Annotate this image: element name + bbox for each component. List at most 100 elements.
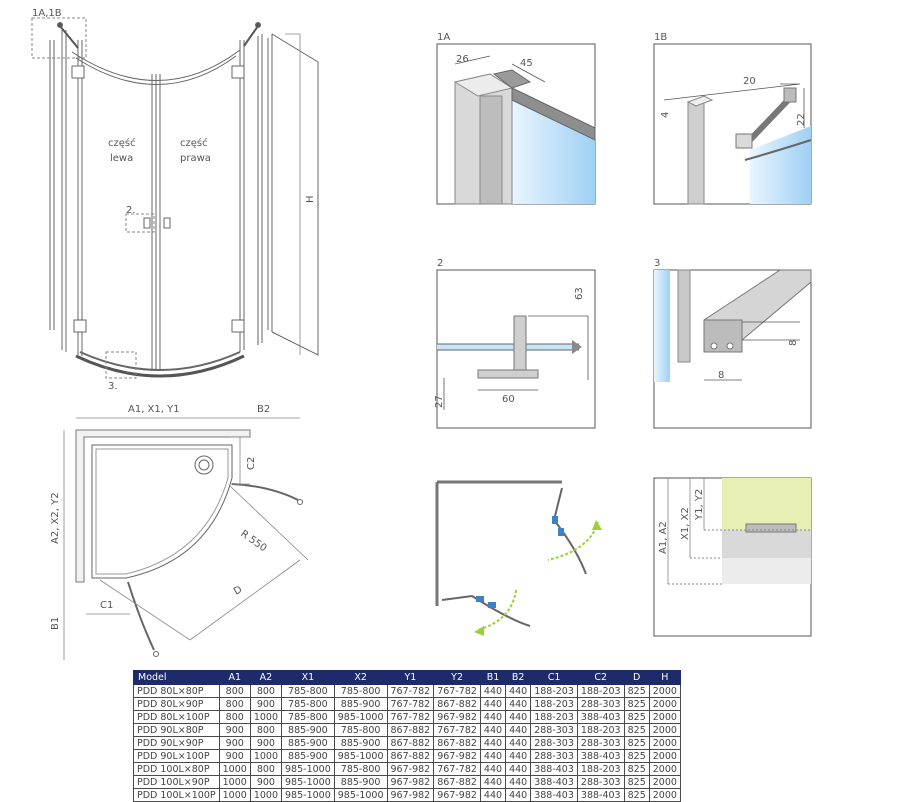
table-cell: 785-800 bbox=[281, 684, 335, 698]
table-header-cell: Model bbox=[133, 670, 220, 685]
dim-a2-x2-y2: A2, X2, Y2 bbox=[50, 492, 61, 544]
dim-a1-x1-y1: A1, X1, Y1 bbox=[128, 404, 180, 415]
table-cell: 767-782 bbox=[433, 723, 481, 737]
table-header-cell: C2 bbox=[576, 670, 625, 685]
table-header-cell: A2 bbox=[249, 670, 283, 685]
table-cell: 288-303 bbox=[576, 697, 625, 711]
table-cell: 967-982 bbox=[386, 762, 435, 776]
tray-dim-y1-y2: Y1, Y2 bbox=[694, 489, 705, 521]
table-cell: 188-203 bbox=[576, 684, 625, 698]
table-cell: 1000 bbox=[218, 762, 251, 776]
table-cell: 388-403 bbox=[576, 710, 625, 724]
technical-drawing: 1A,1B część lewa część prawa 2. 3. H A1,… bbox=[31, 8, 812, 660]
table-cell: 800 bbox=[218, 697, 251, 711]
table-cell: 785-800 bbox=[333, 684, 388, 698]
table-header-cell: D bbox=[623, 670, 650, 685]
detail-1b-title: 1B bbox=[654, 32, 667, 43]
label-detail-3: 3. bbox=[108, 381, 118, 392]
label-right-part-1: część bbox=[180, 137, 208, 149]
door-swing-detail bbox=[435, 480, 602, 636]
table-cell: 288-303 bbox=[530, 723, 578, 737]
table-cell: 967-982 bbox=[433, 710, 481, 724]
plan-view bbox=[63, 417, 309, 660]
table-header-cell: Y1 bbox=[386, 670, 435, 685]
table-cell: 985-1000 bbox=[281, 775, 335, 789]
table-cell: 1000 bbox=[218, 775, 251, 789]
table-cell: PDD 90L×90P bbox=[133, 736, 220, 750]
label-left-part-2: lewa bbox=[110, 153, 133, 164]
table-cell: 440 bbox=[505, 762, 532, 776]
table-cell: 867-882 bbox=[433, 736, 481, 750]
table-cell: 825 bbox=[623, 749, 650, 763]
detail-3-marker bbox=[105, 351, 137, 379]
table-cell: 800 bbox=[249, 762, 283, 776]
table-cell: 440 bbox=[505, 749, 532, 763]
detail-3-dim-8-horizontal: 8 bbox=[718, 370, 724, 381]
table-cell: 440 bbox=[479, 723, 507, 737]
table-cell: 767-782 bbox=[433, 684, 481, 698]
label-height: H bbox=[305, 195, 316, 203]
table-cell: 767-782 bbox=[433, 762, 481, 776]
table-cell: 188-203 bbox=[530, 697, 578, 711]
table-cell: PDD 90L×100P bbox=[133, 749, 220, 763]
table-cell: 885-900 bbox=[281, 736, 335, 750]
table-cell: 785-800 bbox=[333, 723, 388, 737]
detail-3 bbox=[653, 269, 812, 429]
tray-dim-x1-x2: X1, X2 bbox=[680, 507, 691, 540]
table-header-cell: X2 bbox=[333, 670, 388, 685]
table-cell: 985-1000 bbox=[333, 710, 388, 724]
table-cell: 867-882 bbox=[386, 736, 435, 750]
table-cell: 388-403 bbox=[530, 775, 578, 789]
table-cell: 825 bbox=[623, 775, 650, 789]
table-header-cell: Y2 bbox=[433, 670, 481, 685]
table-cell: 785-800 bbox=[333, 762, 388, 776]
dim-d: D bbox=[232, 584, 244, 598]
table-cell: 885-900 bbox=[281, 723, 335, 737]
table-cell: 885-900 bbox=[333, 736, 388, 750]
detail-2 bbox=[436, 269, 596, 429]
dim-c1: C1 bbox=[100, 600, 113, 611]
table-cell: PDD 80L×100P bbox=[133, 710, 220, 724]
table-cell: 440 bbox=[505, 775, 532, 789]
table-cell: 885-900 bbox=[281, 749, 335, 763]
table-cell: 2000 bbox=[648, 736, 681, 750]
dim-b1: B1 bbox=[50, 617, 61, 630]
table-cell: 800 bbox=[218, 710, 251, 724]
detail-3-title: 3 bbox=[654, 258, 660, 269]
tray-section-detail bbox=[653, 477, 812, 637]
detail-1b-dim-4: 4 bbox=[660, 112, 671, 118]
label-right-part-2: prawa bbox=[180, 153, 211, 164]
detail-1a bbox=[436, 43, 596, 205]
table-cell: 785-800 bbox=[281, 710, 335, 724]
table-cell: 867-882 bbox=[433, 775, 481, 789]
table-cell: 2000 bbox=[648, 762, 681, 776]
table-cell: 867-882 bbox=[386, 723, 435, 737]
table-cell: 288-303 bbox=[576, 775, 625, 789]
table-header-cell: B2 bbox=[505, 670, 532, 685]
table-cell: 825 bbox=[623, 697, 650, 711]
dim-b2: B2 bbox=[257, 404, 270, 415]
table-cell: 867-882 bbox=[433, 697, 481, 711]
table-cell: 2000 bbox=[648, 710, 681, 724]
table-cell: 440 bbox=[505, 684, 532, 698]
detail-1ab-marker bbox=[31, 17, 87, 59]
table-cell: 785-800 bbox=[281, 697, 335, 711]
detail-2-dim-27: 27 bbox=[434, 395, 445, 408]
table-cell: 288-303 bbox=[576, 736, 625, 750]
table-cell: 2000 bbox=[648, 775, 681, 789]
table-cell: 767-782 bbox=[386, 710, 435, 724]
detail-2-title: 2 bbox=[437, 258, 443, 269]
table-cell: 2000 bbox=[648, 684, 681, 698]
table-cell: 440 bbox=[479, 684, 507, 698]
detail-1a-title: 1A bbox=[437, 32, 450, 43]
table-cell: 800 bbox=[249, 723, 283, 737]
